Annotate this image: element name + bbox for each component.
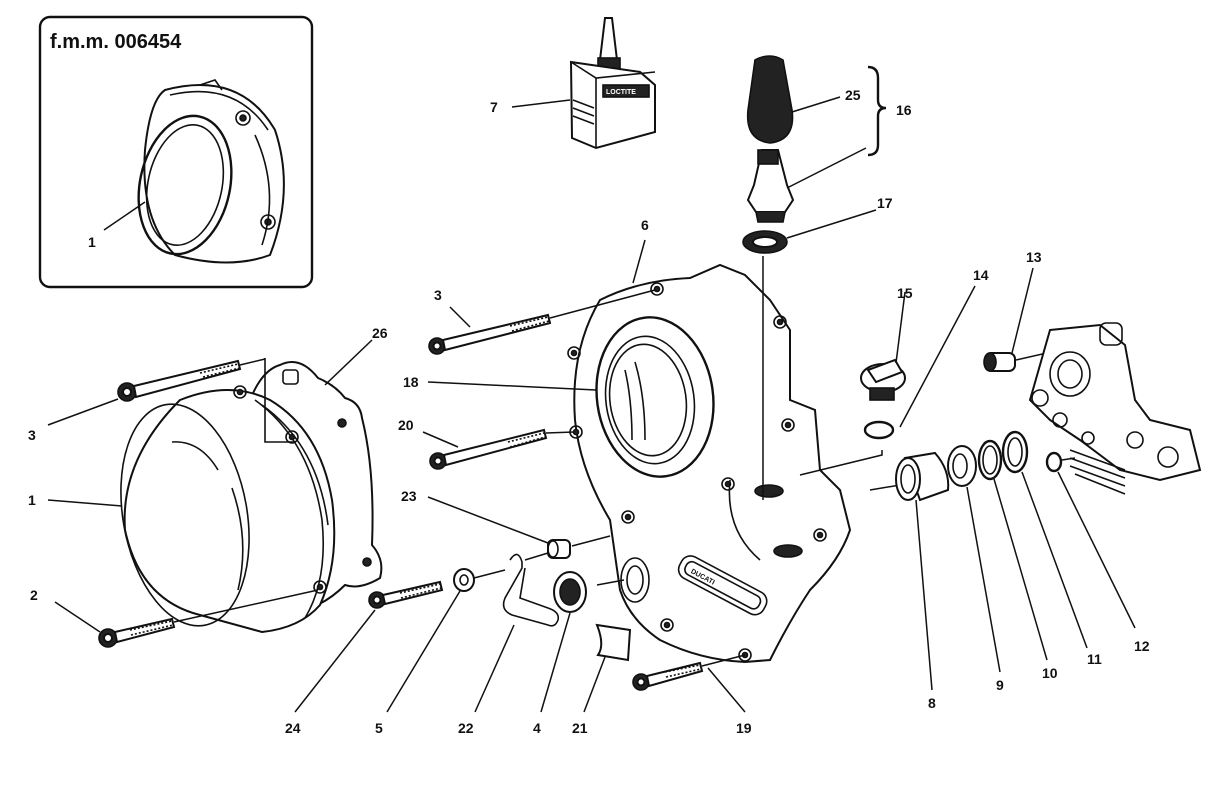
callout-17: 17 bbox=[877, 195, 893, 211]
loctite-label: LOCTITE bbox=[606, 89, 636, 96]
leader-26 bbox=[324, 339, 373, 386]
callout-7: 7 bbox=[490, 99, 498, 115]
leader-2 bbox=[54, 601, 101, 633]
callouts: 3 1 2 26 3 18 20 23 6 7 25 16 17 15 14 1… bbox=[28, 87, 1150, 736]
part-17-washer bbox=[742, 230, 788, 254]
leader-13 bbox=[1011, 267, 1034, 354]
callout-8: 8 bbox=[928, 695, 936, 711]
leader-11 bbox=[1021, 471, 1088, 649]
part-8-bushing bbox=[895, 451, 950, 502]
part-11-circlip bbox=[1001, 430, 1029, 474]
callout-21: 21 bbox=[572, 720, 588, 736]
part-12-o-ring bbox=[1045, 451, 1076, 473]
inset-frame bbox=[38, 15, 314, 289]
part-9-seal bbox=[947, 445, 977, 487]
part-23-dowel bbox=[547, 535, 611, 559]
water-pump-body bbox=[1028, 322, 1202, 495]
callout-2: 2 bbox=[30, 587, 38, 603]
leader-inset-1 bbox=[103, 201, 146, 231]
callout-13: 13 bbox=[1026, 249, 1042, 265]
axis-line-14 bbox=[799, 450, 883, 476]
leader-12 bbox=[1057, 471, 1136, 629]
bracket-16 bbox=[867, 65, 887, 157]
axis-line-8 bbox=[869, 484, 901, 491]
part-15-oil-filler-plug bbox=[860, 358, 906, 401]
leader-21 bbox=[583, 656, 606, 713]
leader-16 bbox=[786, 147, 867, 189]
callout-16: 16 bbox=[896, 102, 912, 118]
callout-23: 23 bbox=[401, 488, 417, 504]
leader-23 bbox=[427, 496, 549, 544]
part-3-bolt-center bbox=[428, 289, 656, 355]
leader-19 bbox=[707, 667, 746, 713]
part-3-bolt-left bbox=[117, 358, 266, 402]
leader-lines bbox=[47, 96, 1136, 713]
leader-22 bbox=[474, 624, 515, 713]
callout-4: 4 bbox=[533, 720, 541, 736]
leader-14 bbox=[899, 285, 976, 428]
part-19-bolt bbox=[632, 654, 746, 691]
leader-1 bbox=[47, 499, 123, 507]
leader-5 bbox=[386, 590, 461, 713]
callout-20: 20 bbox=[398, 417, 414, 433]
leader-7 bbox=[511, 99, 571, 108]
part-4-oil-seal bbox=[553, 571, 625, 613]
leader-9 bbox=[966, 486, 1001, 673]
callout-14: 14 bbox=[973, 267, 989, 283]
callout-6: 6 bbox=[641, 217, 649, 233]
callout-10: 10 bbox=[1042, 665, 1058, 681]
inset-clutch-cover bbox=[137, 79, 285, 264]
callout-19: 19 bbox=[736, 720, 752, 736]
callout-3: 3 bbox=[28, 427, 36, 443]
part-20-bolt bbox=[429, 428, 575, 470]
part-14-o-ring bbox=[863, 420, 895, 440]
callout-15: 15 bbox=[897, 285, 913, 301]
leader-18 bbox=[427, 381, 597, 391]
leader-3b bbox=[449, 306, 471, 328]
part-21-plate bbox=[595, 623, 632, 662]
part-2-bolt bbox=[98, 589, 319, 648]
part-10-ring bbox=[977, 439, 1003, 481]
part-16-union bbox=[746, 149, 795, 223]
leader-3a bbox=[47, 398, 119, 426]
part-5-washer bbox=[453, 568, 506, 592]
callout-9: 9 bbox=[996, 677, 1004, 693]
callout-5: 5 bbox=[375, 720, 383, 736]
inset-panel: f.m.m. 006454 1 bbox=[38, 15, 314, 289]
callout-1: 1 bbox=[28, 492, 36, 508]
leader-24 bbox=[294, 609, 376, 713]
part-6-case-cover: DUCATI bbox=[567, 263, 852, 664]
leader-6 bbox=[632, 239, 646, 284]
part-22-wire-clip bbox=[502, 552, 560, 627]
callout-11: 11 bbox=[1087, 651, 1102, 667]
part-7-sealant-bottle: LOCTITE bbox=[569, 17, 656, 150]
callout-inset-1: 1 bbox=[88, 234, 96, 250]
leader-20 bbox=[422, 431, 459, 448]
callout-24: 24 bbox=[285, 720, 301, 736]
leader-10 bbox=[993, 478, 1048, 661]
leader-17 bbox=[786, 209, 877, 239]
callout-18: 18 bbox=[403, 374, 419, 390]
callout-26: 26 bbox=[372, 325, 388, 341]
part-25-filter bbox=[746, 55, 794, 144]
leader-15 bbox=[895, 291, 906, 364]
inset-title: f.m.m. 006454 bbox=[50, 31, 182, 53]
leader-4 bbox=[540, 612, 571, 713]
callout-25: 25 bbox=[845, 87, 861, 103]
leader-8 bbox=[915, 499, 933, 691]
leader-25 bbox=[791, 96, 841, 113]
part-24-bolt bbox=[368, 580, 444, 609]
callout-22: 22 bbox=[458, 720, 474, 736]
callout-3-center: 3 bbox=[434, 287, 442, 303]
callout-12: 12 bbox=[1134, 638, 1150, 654]
